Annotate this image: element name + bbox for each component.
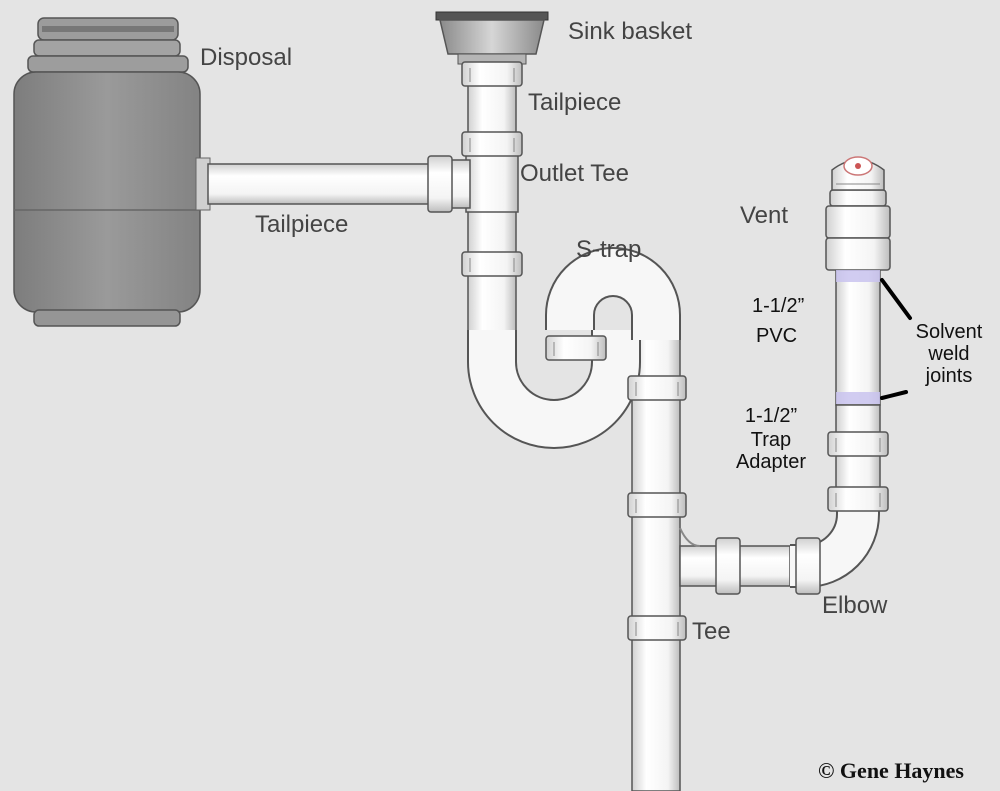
label-trap-adapter-line1: Trap bbox=[750, 429, 792, 451]
slip-nuts bbox=[461, 61, 889, 641]
label-outlet-tee: Outlet Tee bbox=[520, 160, 629, 187]
label-trap-adapter-line2: Adapter bbox=[735, 451, 807, 473]
disposal-unit bbox=[13, 17, 211, 327]
label-vent: Vent bbox=[740, 202, 789, 229]
label-pvc-size: 1-1/2” bbox=[752, 295, 805, 317]
s-trap-bends bbox=[467, 247, 880, 588]
slip-nuts-horizontal bbox=[427, 155, 821, 595]
label-disposal: Disposal bbox=[200, 44, 293, 71]
vent-valve bbox=[825, 156, 891, 271]
solvent-tints bbox=[836, 270, 880, 404]
label-solvent-line2: weld bbox=[928, 343, 970, 365]
label-elbow: Elbow bbox=[822, 592, 888, 619]
label-trap-adapter-size: 1-1/2” bbox=[744, 405, 798, 427]
label-solvent-line1: Solvent bbox=[915, 321, 983, 343]
solvent-pointer-lines bbox=[880, 278, 912, 400]
nut-ribs bbox=[469, 68, 881, 636]
copyright-notice: © Gene Haynes bbox=[818, 758, 964, 783]
label-tee: Tee bbox=[692, 618, 731, 645]
label-solvent-line3: joints bbox=[925, 365, 973, 387]
sink-basket bbox=[435, 11, 549, 65]
label-tailpiece-top: Tailpiece bbox=[528, 89, 622, 116]
label-tailpiece-side: Tailpiece bbox=[255, 211, 349, 238]
label-pvc: PVC bbox=[756, 325, 798, 347]
label-sink-basket: Sink basket bbox=[568, 18, 693, 45]
label-s-trap: S-trap bbox=[576, 236, 642, 263]
